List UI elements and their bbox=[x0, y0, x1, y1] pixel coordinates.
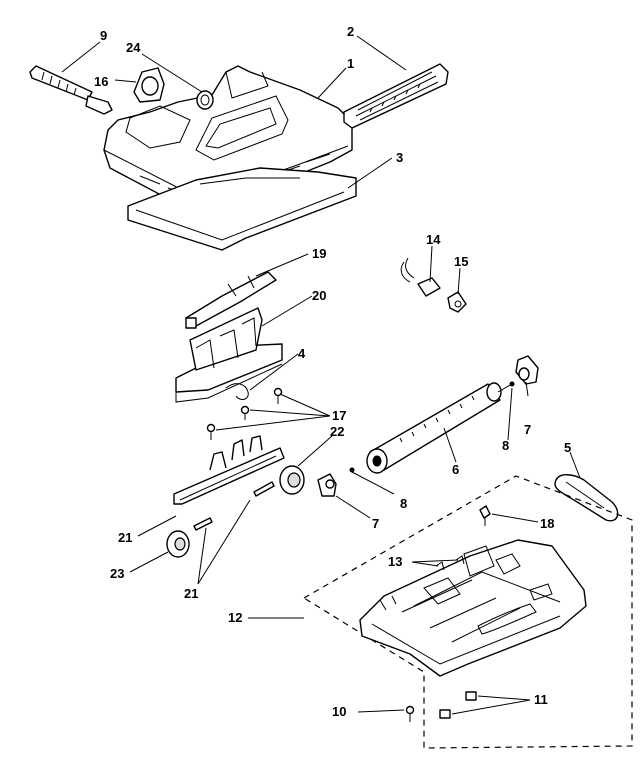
foot-part bbox=[439, 691, 477, 719]
callout-21-bottom: 23 bbox=[110, 566, 124, 581]
callout-12: 16 bbox=[94, 74, 108, 89]
roller-small-part bbox=[196, 90, 214, 110]
callout-8-right: 8 bbox=[502, 438, 509, 453]
callout-2: 2 bbox=[347, 24, 354, 39]
light-socket-part bbox=[400, 257, 441, 297]
callout-7-left: 7 bbox=[372, 516, 379, 531]
callout-14: 12 bbox=[228, 610, 242, 625]
callout-6: 6 bbox=[452, 462, 459, 477]
end-cap-part bbox=[317, 355, 539, 497]
callout-labels: 9 24 16 2 1 3 19 20 4 17 14 15 7 8 6 5 8… bbox=[94, 24, 571, 719]
base-assembly-outline bbox=[302, 475, 633, 749]
callout-19: 20 bbox=[312, 288, 326, 303]
callout-24: 24 bbox=[126, 40, 141, 55]
callout-9: 9 bbox=[100, 28, 107, 43]
bumper-part bbox=[127, 167, 357, 251]
leader-lines bbox=[61, 35, 581, 715]
clip-part bbox=[435, 555, 465, 571]
lever-bracket-part bbox=[175, 307, 283, 403]
pin-part bbox=[479, 505, 491, 526]
axle-part bbox=[193, 481, 275, 531]
callout-18: 19 bbox=[312, 246, 326, 261]
callout-20: 21 bbox=[118, 530, 132, 545]
callout-5: 5 bbox=[564, 440, 571, 455]
callout-1: 1 bbox=[347, 56, 354, 71]
callout-21-top: 22 bbox=[330, 424, 344, 439]
lens-part bbox=[343, 63, 449, 129]
pedal-part bbox=[133, 67, 165, 103]
callout-17: 13 bbox=[388, 554, 402, 569]
callout-4: 4 bbox=[298, 346, 306, 361]
handle-rod-part bbox=[29, 65, 113, 115]
release-lever-part bbox=[185, 271, 277, 329]
base-plate-part bbox=[359, 539, 587, 677]
callout-10: 14 bbox=[426, 232, 441, 247]
callout-11: 15 bbox=[454, 254, 468, 269]
spring-part bbox=[225, 383, 249, 400]
callout-3: 3 bbox=[396, 150, 403, 165]
belt-part bbox=[554, 474, 619, 522]
callout-8-left: 8 bbox=[400, 496, 407, 511]
callout-22: 21 bbox=[184, 586, 198, 601]
bulb-part bbox=[447, 291, 467, 313]
screw-part bbox=[206, 387, 283, 440]
callout-16: 11 bbox=[534, 692, 548, 707]
wheel-part bbox=[166, 465, 305, 558]
callout-23: 10 bbox=[332, 704, 346, 719]
axle-bracket-part bbox=[173, 435, 285, 505]
callout-15: 18 bbox=[540, 516, 554, 531]
callout-13: 17 bbox=[332, 408, 346, 423]
brushroll-part bbox=[366, 382, 513, 474]
callout-7-right: 7 bbox=[524, 422, 531, 437]
screw-23-part bbox=[405, 705, 415, 722]
